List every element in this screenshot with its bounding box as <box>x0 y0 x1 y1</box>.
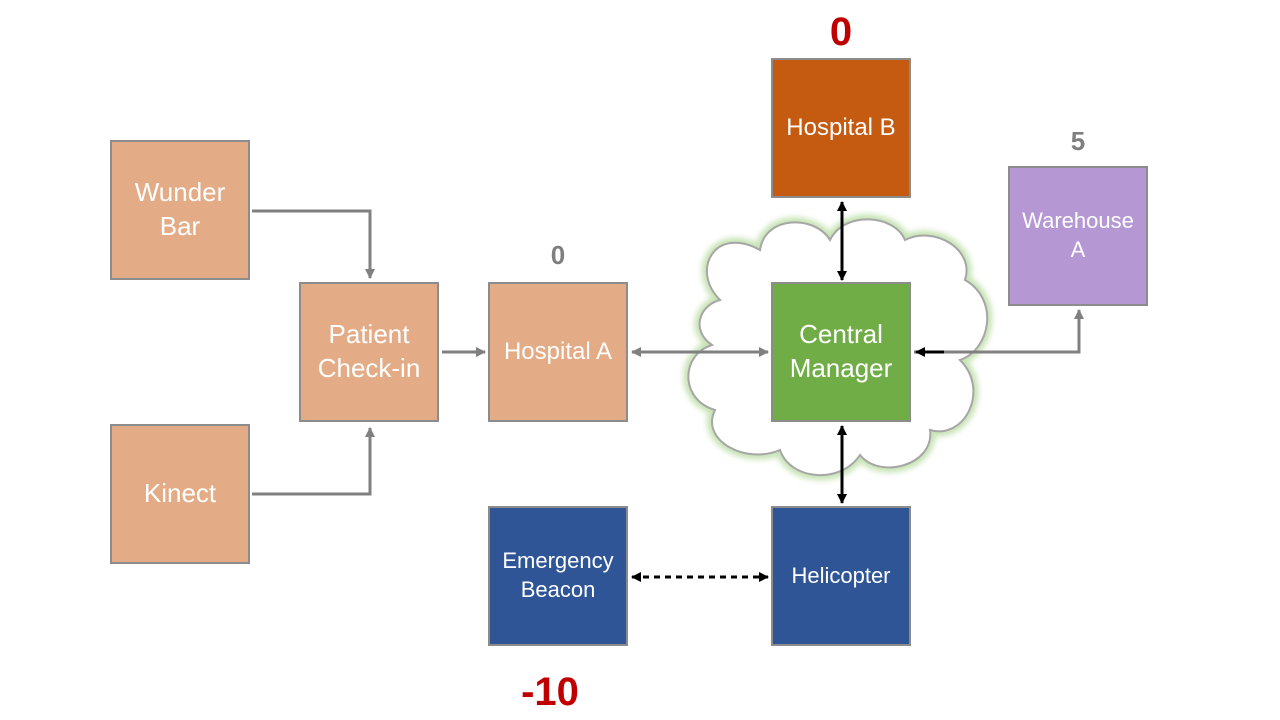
node-helicopter: Helicopter <box>771 506 911 646</box>
node-wunder-bar-label: Wunder Bar <box>134 177 226 241</box>
connector-wunder-to-checkin <box>252 209 375 279</box>
node-central-manager-label: Central Manager <box>789 319 893 383</box>
node-hospital-b: Hospital B <box>771 58 911 198</box>
node-kinect-label: Kinect <box>143 478 217 509</box>
node-central-manager: Central Manager <box>771 282 911 422</box>
node-patient-checkin: Patient Check-in <box>299 282 439 422</box>
node-wunder-bar: Wunder Bar <box>110 140 250 280</box>
node-helicopter-label: Helicopter <box>791 562 891 588</box>
score-hospital-a: 0 <box>550 240 566 270</box>
node-emergency-beacon: Emergency Beacon <box>488 506 628 646</box>
node-patient-checkin-label: Patient Check-in <box>317 319 421 383</box>
node-hospital-a-label: Hospital A <box>503 338 613 366</box>
score-emergency-beacon: -10 <box>521 670 579 714</box>
node-kinect: Kinect <box>110 424 250 564</box>
connector-central-to-warehouse <box>914 309 1084 354</box>
node-hospital-a: Hospital A <box>488 282 628 422</box>
node-warehouse-a-label: Warehouse A <box>1022 208 1134 262</box>
connector-kinect-to-checkin <box>252 427 375 496</box>
node-hospital-b-label: Hospital B <box>786 114 896 142</box>
node-warehouse-a: Warehouse A <box>1008 166 1148 306</box>
score-warehouse-a: 5 <box>1070 126 1086 156</box>
score-hospital-b: 0 <box>829 10 853 54</box>
node-emergency-beacon-label: Emergency Beacon <box>502 548 614 602</box>
